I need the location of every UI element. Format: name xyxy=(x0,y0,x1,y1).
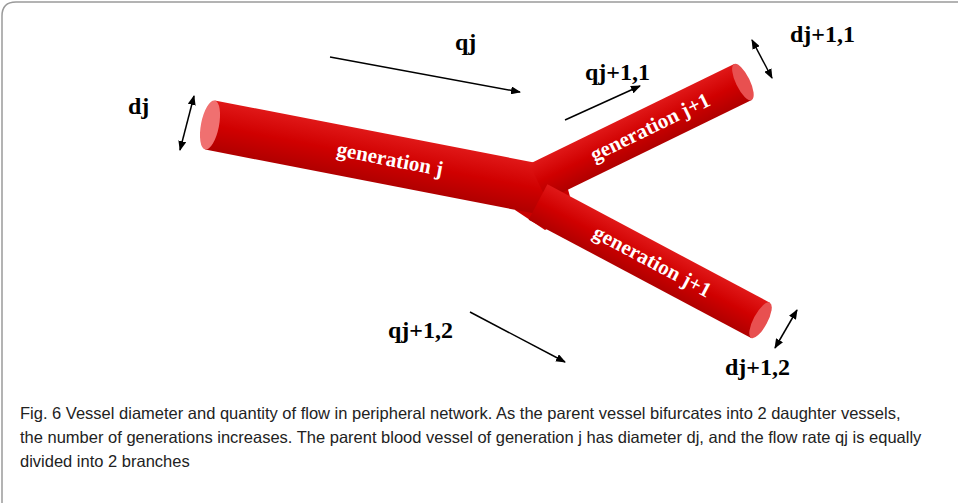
flow-arrow xyxy=(470,312,565,362)
flow-arrow xyxy=(565,86,640,120)
vessel-segment: generation j+1 xyxy=(583,87,717,168)
daughter-vessel xyxy=(529,184,776,341)
flow-label: qj xyxy=(455,30,476,54)
figure-caption: Fig. 6 Vessel diameter and quantity of f… xyxy=(20,402,925,474)
diameter-label: dj+1,2 xyxy=(725,355,790,379)
flow-arrow xyxy=(330,57,520,92)
diameter-arrow xyxy=(775,310,797,348)
diameter-arrow xyxy=(752,40,772,78)
diameter-label: dj xyxy=(128,94,149,118)
parent-vessel xyxy=(196,99,553,216)
diameter-arrow xyxy=(180,96,194,150)
vessel-segment: generation j+1 xyxy=(585,219,718,304)
flow-label: qj+1,2 xyxy=(388,318,453,342)
flow-label: qj+1,1 xyxy=(585,60,650,84)
diameter-label: dj+1,1 xyxy=(790,22,855,46)
